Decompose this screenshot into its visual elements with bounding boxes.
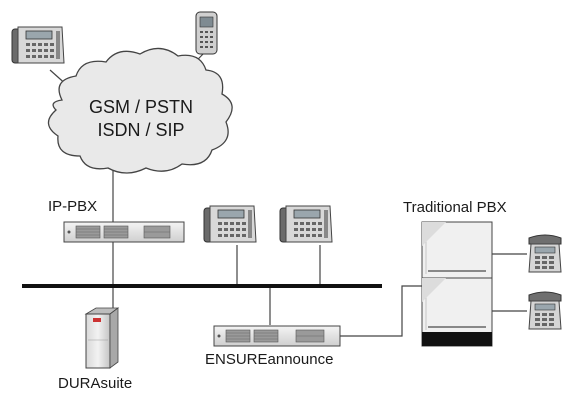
mobile-phone-icon — [195, 11, 218, 55]
pbx-phone-bottom-icon — [528, 291, 562, 330]
deskphone-top-left-icon — [11, 26, 65, 64]
pbx-phone-top-icon — [528, 234, 562, 273]
ensure-to-pbx-line — [340, 285, 422, 337]
deskphone-middle-2-icon — [279, 205, 333, 243]
ensure-announce-label: ENSUREannounce — [205, 351, 334, 368]
deskphone-middle-1-icon — [203, 205, 257, 243]
cloud-label-line1: GSM / PSTN — [88, 97, 193, 117]
traditional-pbx-cabinet-icon — [421, 221, 493, 347]
ip-pbx-device-icon — [63, 221, 185, 243]
gsm-pstn-cloud — [47, 47, 233, 174]
ensure-announce-device-icon — [213, 325, 341, 347]
cloud-label-line2: ISDN / SIP — [97, 120, 185, 140]
durasuite-label: DURAsuite — [58, 375, 133, 392]
network-bus — [22, 284, 382, 288]
durasuite-server-icon — [84, 307, 120, 369]
traditional-pbx-label: Traditional PBX — [403, 199, 507, 216]
ip-pbx-label: IP-PBX — [48, 198, 98, 215]
connections — [49, 51, 527, 337]
